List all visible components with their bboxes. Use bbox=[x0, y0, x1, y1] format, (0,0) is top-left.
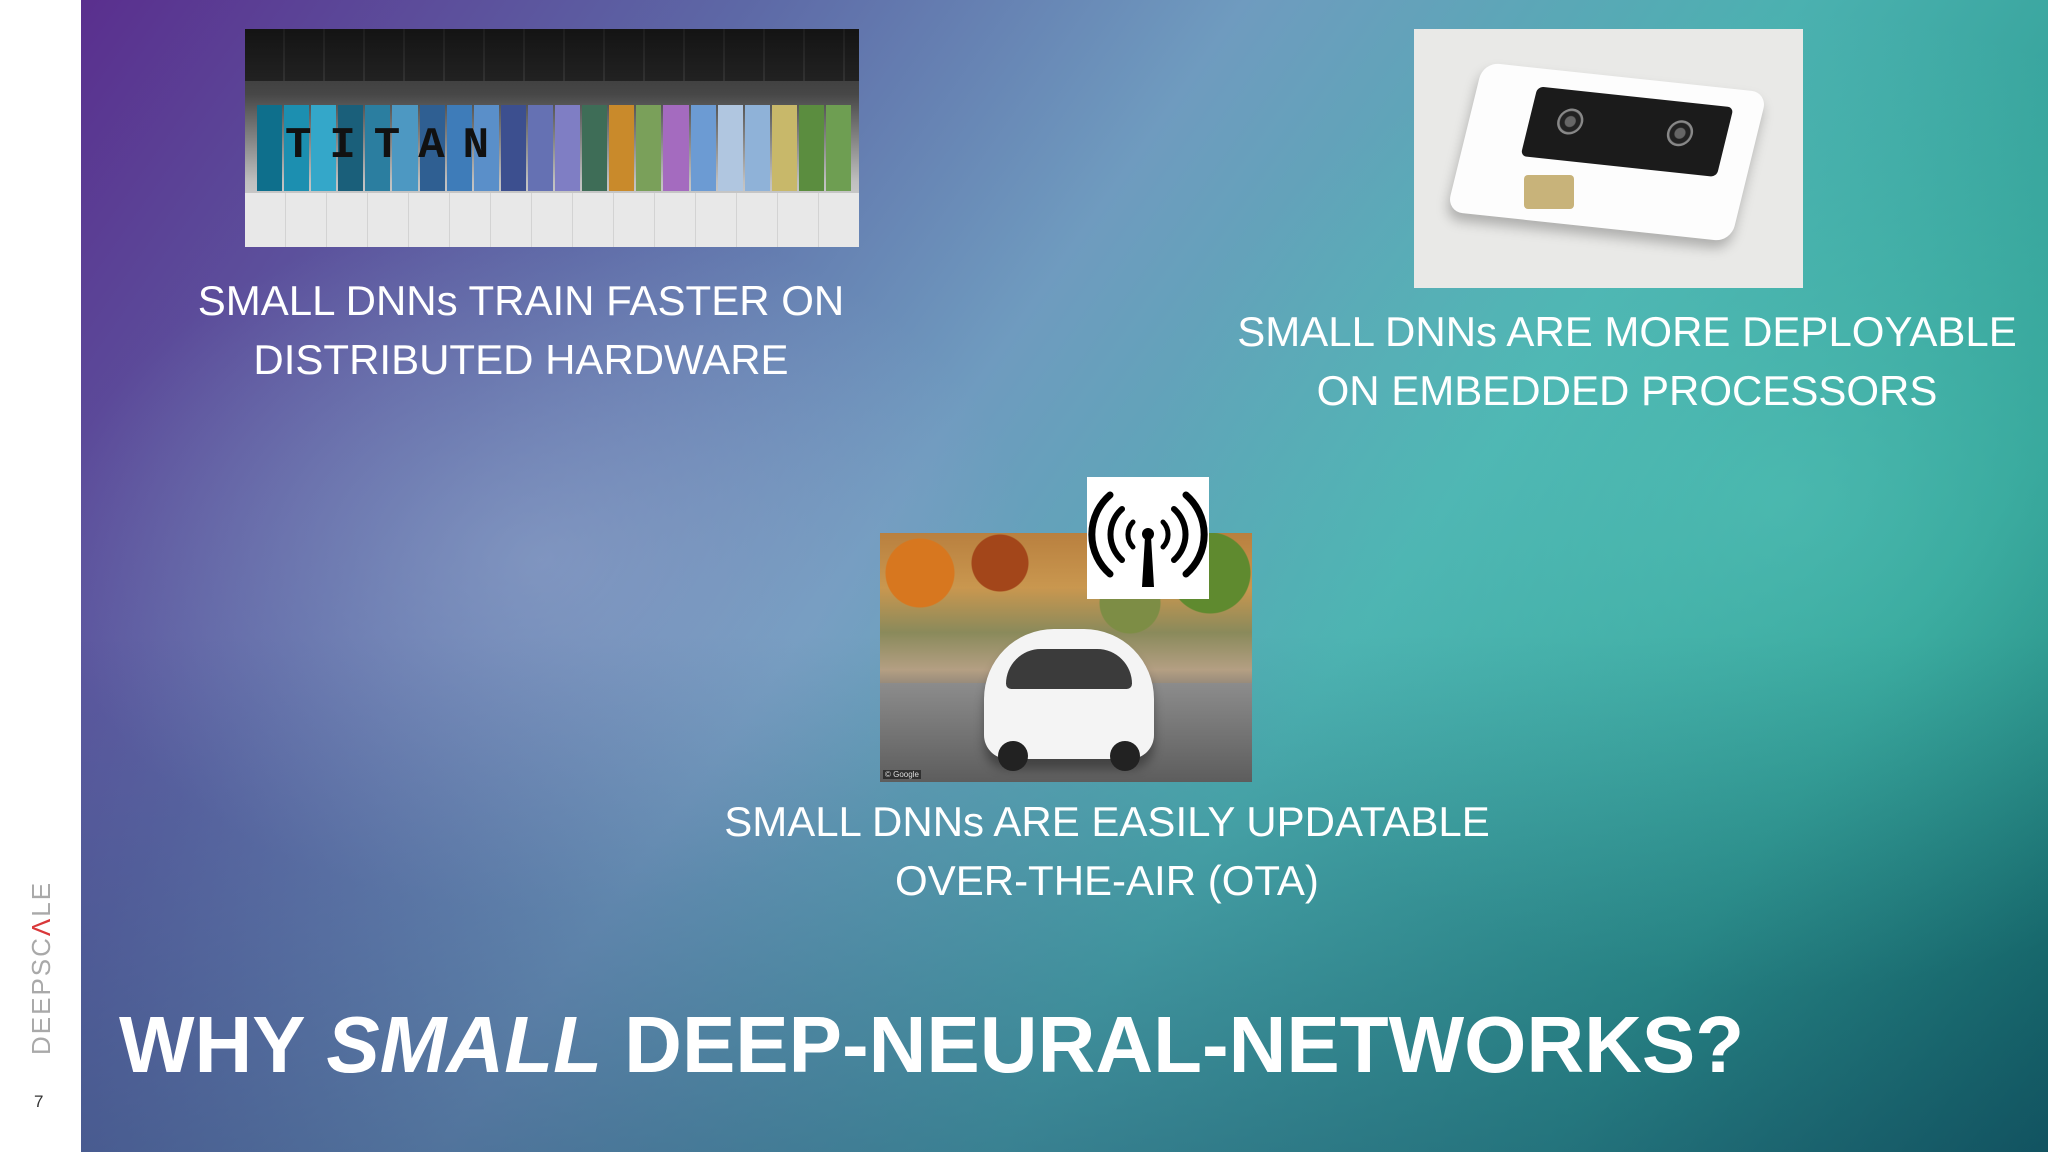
camera-lens-icon bbox=[1554, 107, 1587, 136]
ceiling-lights bbox=[245, 29, 859, 81]
antenna-icon bbox=[1087, 477, 1209, 599]
car-body bbox=[984, 629, 1154, 771]
server-cabinets bbox=[257, 105, 853, 191]
caption-line: ON EMBEDDED PROCESSORS bbox=[1316, 367, 1938, 414]
slide-sidebar: DEEPSCΛLE 7 bbox=[0, 0, 81, 1152]
slide-canvas: TITAN SMALL DNNs TRAIN FASTER ON DISTRIB… bbox=[81, 0, 2048, 1152]
supercomputer-image: TITAN bbox=[245, 29, 859, 247]
caption-ota-updates: SMALL DNNs ARE EASILY UPDATABLE OVER-THE… bbox=[557, 792, 1657, 910]
caption-line: SMALL DNNs ARE MORE DEPLOYABLE bbox=[1237, 308, 2017, 355]
car-wheel bbox=[998, 741, 1028, 771]
title-suffix: DEEP-NEURAL-NETWORKS? bbox=[601, 1000, 1745, 1089]
caption-line: SMALL DNNs TRAIN FASTER ON bbox=[197, 277, 845, 324]
caption-line: SMALL DNNs ARE EASILY UPDATABLE bbox=[724, 798, 1490, 845]
caption-distributed-hardware: SMALL DNNs TRAIN FASTER ON DISTRIBUTED H… bbox=[171, 271, 871, 389]
title-prefix: WHY bbox=[119, 1000, 327, 1089]
brand-accent-glyph: Λ bbox=[26, 916, 56, 937]
camera-module bbox=[1524, 175, 1574, 209]
titan-lettering: TITAN bbox=[285, 121, 508, 171]
caption-line: OVER-THE-AIR (OTA) bbox=[895, 857, 1319, 904]
brand-text-part1: DEEPSC bbox=[26, 936, 56, 1055]
board-inner bbox=[1520, 86, 1734, 177]
car-wheel bbox=[1110, 741, 1140, 771]
caption-line: DISTRIBUTED HARDWARE bbox=[253, 336, 789, 383]
slide-title: WHY SMALL DEEP-NEURAL-NETWORKS? bbox=[119, 995, 1744, 1095]
brand-text-part2: LE bbox=[26, 880, 56, 917]
image-credit: © Google bbox=[883, 770, 921, 779]
page-number: 7 bbox=[34, 1092, 44, 1111]
title-emphasis: SMALL bbox=[326, 1000, 602, 1089]
embedded-board-image bbox=[1414, 29, 1803, 288]
floor-tiles bbox=[245, 193, 859, 247]
camera-lens-icon bbox=[1664, 118, 1696, 148]
deepscale-logo: DEEPSCΛLE bbox=[26, 795, 56, 1055]
board-frame bbox=[1446, 62, 1768, 242]
caption-embedded-processors: SMALL DNNs ARE MORE DEPLOYABLE ON EMBEDD… bbox=[1227, 302, 2027, 420]
car-windshield bbox=[1006, 649, 1132, 689]
